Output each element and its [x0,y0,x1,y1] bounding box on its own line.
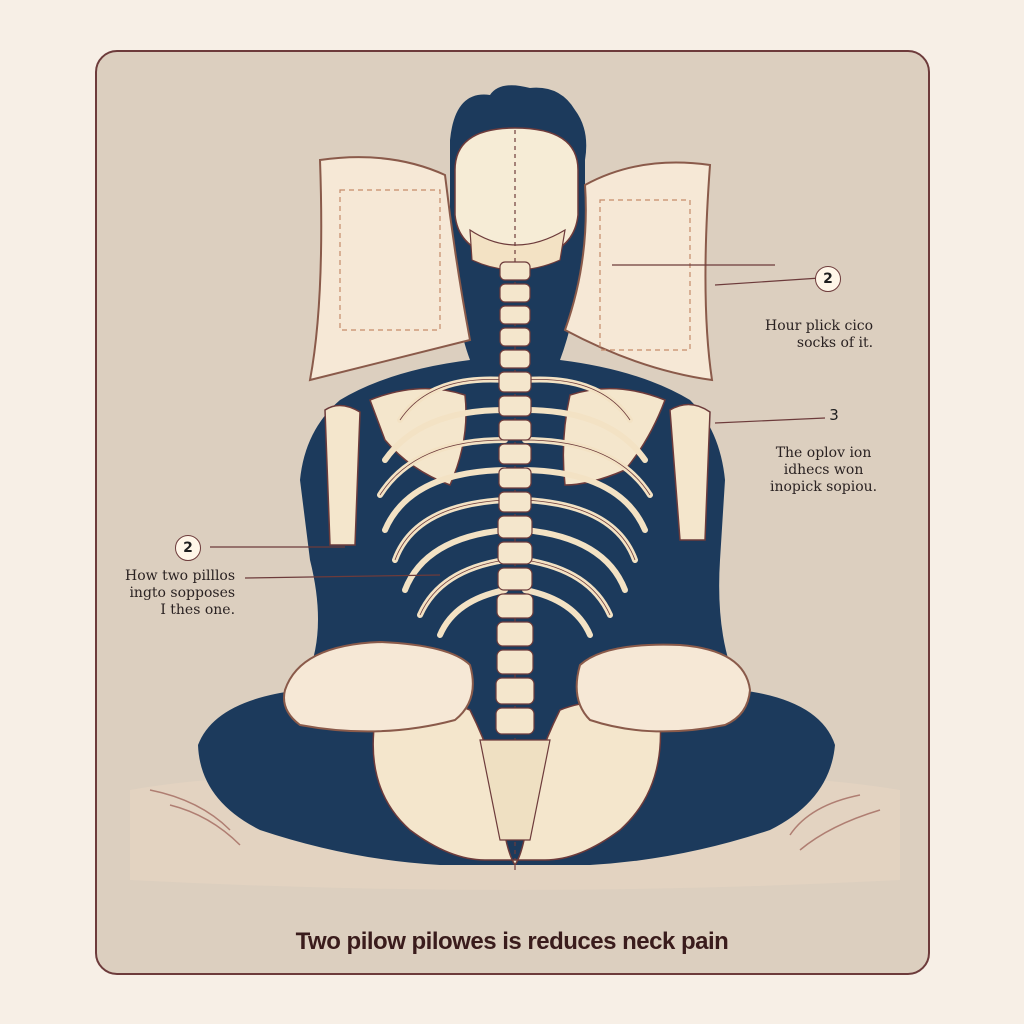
pillow-left [308,156,472,382]
callout-marker-3: 2 [175,535,201,561]
callout-text-3: How two pilllos ingto sopposes I thes on… [125,568,236,618]
humerus-left [324,404,361,546]
pillow-lower-right [575,643,752,733]
callout-marker-2: 3 [829,406,839,424]
callout-marker-1: 2 [815,266,841,292]
spine [495,261,535,735]
callout-text-1: Hour plick cico socks of it. [765,318,874,351]
callout-text-2: The oplov ion idhecs won inopick sopiou. [770,445,878,495]
humerus-right [669,403,711,541]
pillow-right [563,161,714,382]
rib-outline [379,379,651,616]
sheet-folds [149,789,881,851]
skull-base [469,228,566,271]
diagram-caption: Two pilow pilowes is reduces neck pain [295,928,729,955]
sacrum [479,739,551,841]
pillow-lower-left [283,640,474,733]
leader-lines [210,264,826,579]
